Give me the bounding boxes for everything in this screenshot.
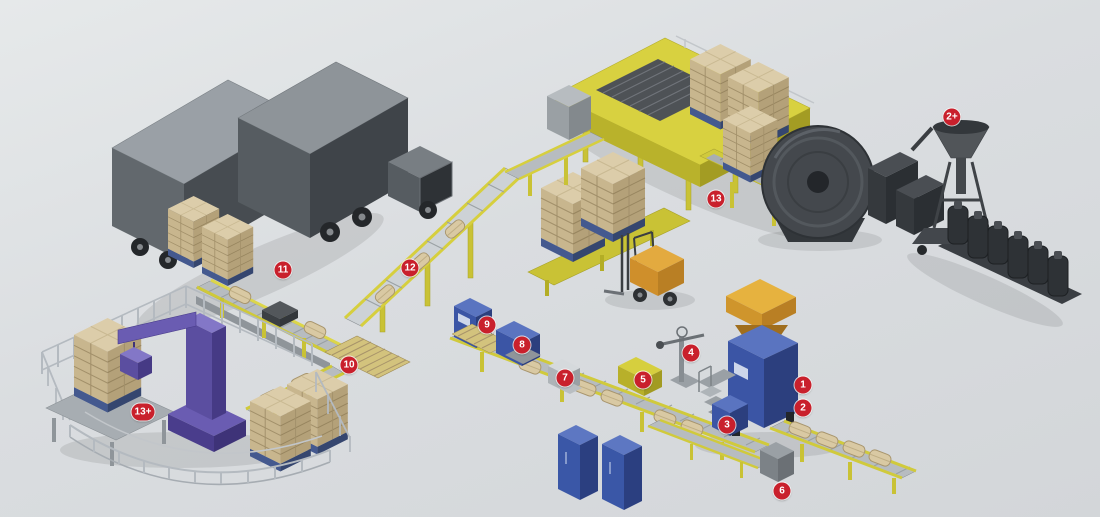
transfer-slat-conveyor <box>324 335 411 379</box>
bag-closing-machine-5 <box>618 357 662 396</box>
marker-6[interactable]: 6 <box>773 482 791 500</box>
truck-box-right <box>310 98 408 238</box>
safety-fence-side <box>185 285 313 366</box>
marker-2[interactable]: 2 <box>794 399 812 417</box>
film-roll <box>761 125 875 242</box>
marker-13+[interactable]: 13+ <box>131 403 155 421</box>
marker-13[interactable]: 13 <box>707 190 725 208</box>
palletizer-robot <box>117 311 246 452</box>
upper-transfer-conveyor <box>504 130 605 196</box>
palletizing-cell <box>41 285 351 486</box>
marker-11[interactable]: 11 <box>274 261 292 279</box>
bag-magazine-8 <box>496 321 541 366</box>
electrical-cabinet <box>558 425 598 500</box>
robot-gripper <box>120 347 152 380</box>
forklift-mast <box>620 233 630 292</box>
curved-walkway-fence <box>69 411 331 486</box>
big-bags <box>947 201 1069 297</box>
marker-9[interactable]: 9 <box>478 316 496 334</box>
turntable-unit <box>262 301 298 327</box>
machine-screen <box>734 362 748 380</box>
bagging-machine <box>698 279 798 436</box>
marker-7[interactable]: 7 <box>556 369 574 387</box>
check-scale-4 <box>656 326 705 388</box>
operator-cabin <box>547 85 591 140</box>
big-bag-filling-station <box>912 120 1082 304</box>
forklift-fork <box>603 289 625 296</box>
marker-4[interactable]: 4 <box>682 344 700 362</box>
marker-3[interactable]: 3 <box>718 416 736 434</box>
cab-side <box>388 162 420 212</box>
robot-arm <box>117 311 197 345</box>
truck-wheels <box>131 201 437 269</box>
truck-and-trailer <box>111 61 453 287</box>
discharge-unit-6 <box>760 442 794 482</box>
forklift <box>603 231 684 306</box>
safety-fence-corner <box>41 351 71 421</box>
marker-8[interactable]: 8 <box>513 336 531 354</box>
marker-2+[interactable]: 2+ <box>943 108 961 126</box>
bag-outfeed-conveyor <box>760 419 917 494</box>
bag-infeed-conveyor <box>647 418 771 478</box>
truck-box-left <box>238 118 310 238</box>
truck-infeed-conveyor <box>195 278 346 371</box>
incline-conveyor <box>343 130 605 333</box>
marker-5[interactable]: 5 <box>634 371 652 389</box>
safety-fence-right <box>315 371 351 452</box>
electrical-cabinets <box>558 425 642 510</box>
marker-10[interactable]: 10 <box>340 356 358 374</box>
electrical-cabinet <box>602 435 642 510</box>
marker-12[interactable]: 12 <box>401 259 419 277</box>
marker-1[interactable]: 1 <box>794 376 812 394</box>
cab-windshield <box>419 161 453 213</box>
panel-screen <box>458 313 470 327</box>
trailer-side-left <box>112 148 184 262</box>
